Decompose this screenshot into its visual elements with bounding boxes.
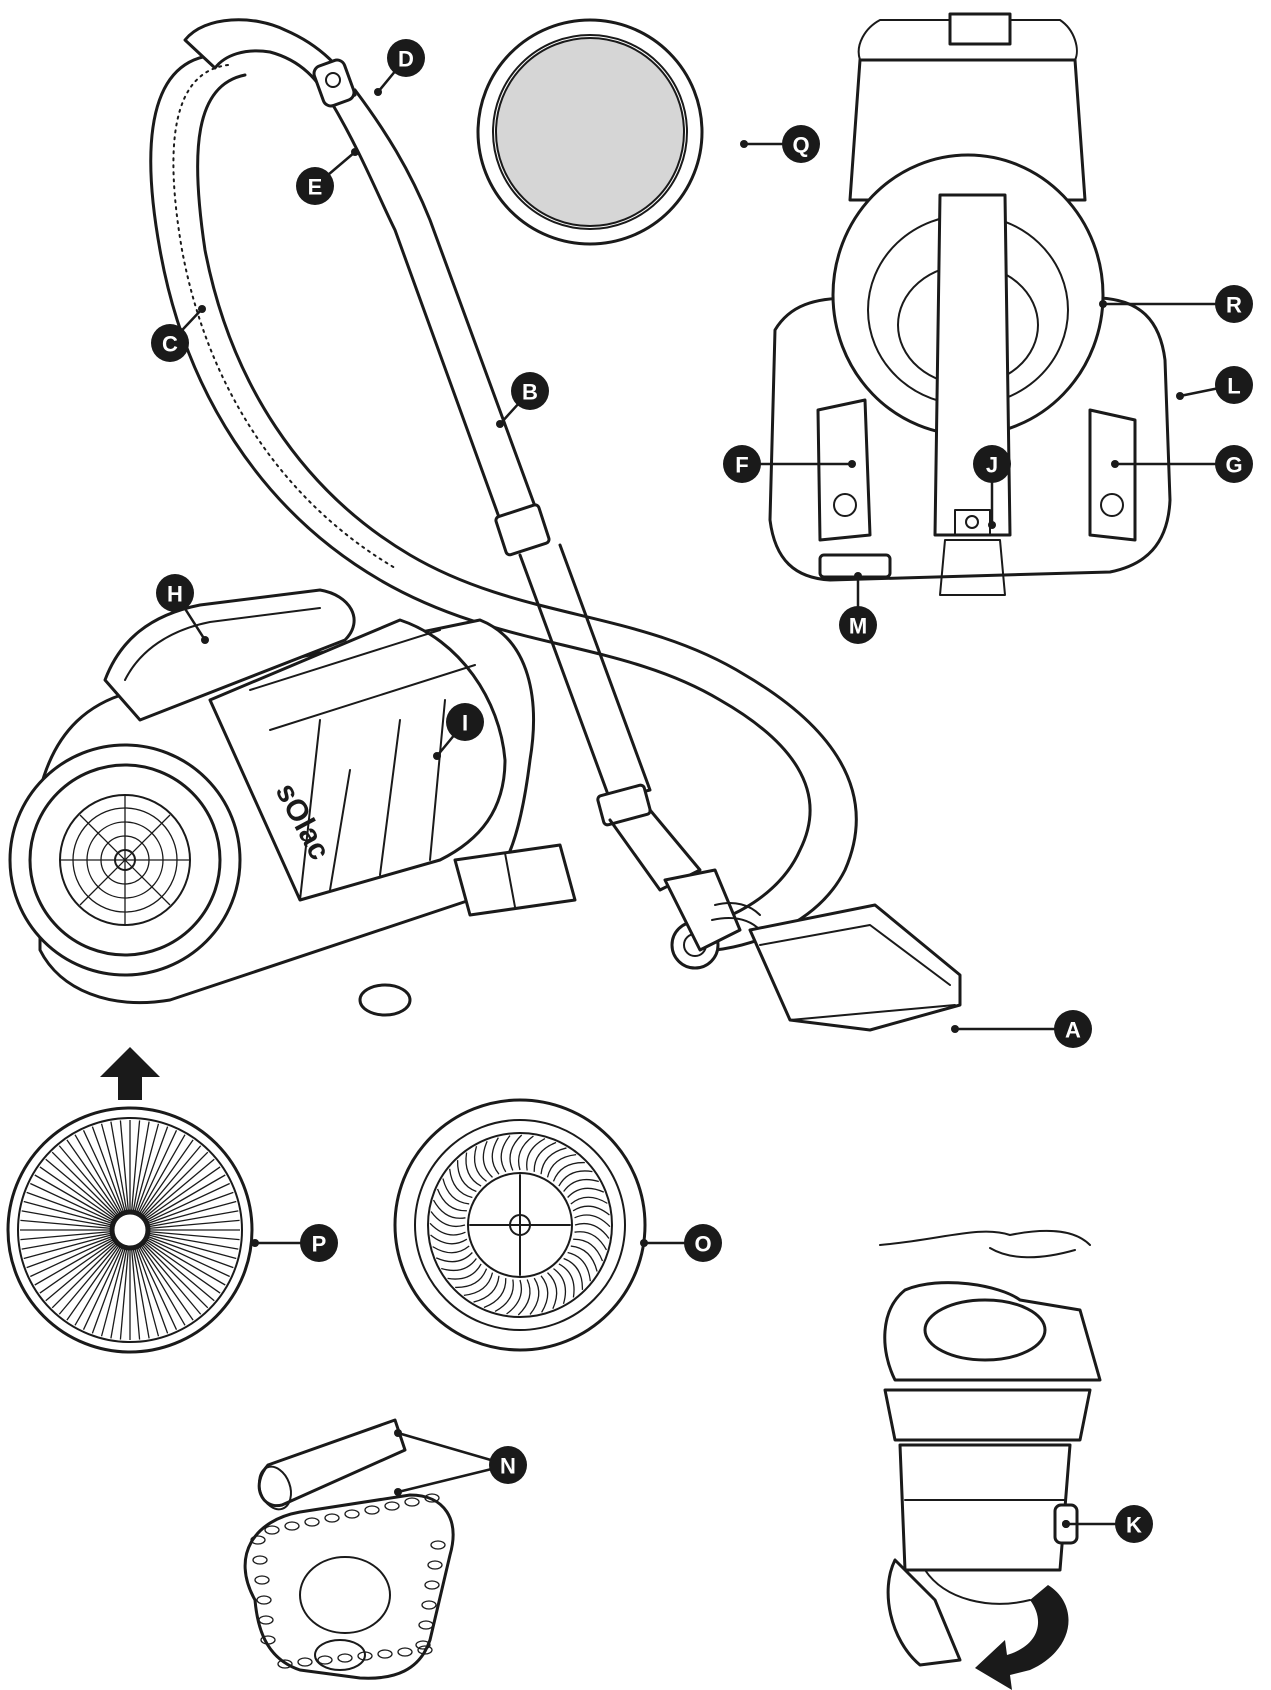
filter-p: [6, 1106, 254, 1354]
leader-dot-c: [198, 305, 206, 313]
leader-line-n: [397, 1431, 509, 1467]
callouts: A B C D E F G H I J K L M N O P Q R: [151, 39, 1253, 1543]
label-badge-j: [973, 445, 1011, 483]
leader-dot-k: [1062, 1520, 1070, 1528]
label-f: F: [735, 453, 748, 478]
label-r: R: [1226, 293, 1242, 318]
leader-dot-j: [988, 521, 996, 529]
label-b: B: [522, 380, 538, 405]
leader-dot-m: [854, 572, 862, 580]
leader-dot-o: [640, 1239, 648, 1247]
label-badge-l: [1215, 366, 1253, 404]
label-o: O: [694, 1232, 711, 1257]
label-badge-b: [511, 372, 549, 410]
label-badge-d: [387, 39, 425, 77]
label-l: L: [1227, 374, 1240, 399]
label-h: H: [167, 582, 183, 607]
label-p: P: [312, 1232, 327, 1257]
label-badge-e: [296, 167, 334, 205]
filter-q: [476, 18, 704, 246]
main-body: sOlac: [8, 588, 577, 1017]
label-n: N: [500, 1454, 516, 1479]
leader-dot-i: [433, 752, 441, 760]
label-badge-c: [151, 324, 189, 362]
filter-o: [393, 1098, 647, 1352]
label-c: C: [162, 332, 178, 357]
label-badge-o: [684, 1224, 722, 1262]
label-badge-a: [1054, 1010, 1092, 1048]
label-q: Q: [792, 133, 809, 158]
leader-dot-b: [496, 420, 504, 428]
leader-dot-q: [740, 140, 748, 148]
label-j: J: [986, 453, 998, 478]
up-arrow-icon: [100, 1047, 160, 1100]
leader-dot-d: [374, 88, 382, 96]
label-badge-r: [1215, 285, 1253, 323]
leader-dot-h: [201, 636, 209, 644]
label-m: M: [849, 614, 867, 639]
leader-dot-r: [1099, 300, 1107, 308]
label-badge-n: [489, 1446, 527, 1484]
label-badge-q: [782, 125, 820, 163]
top-view: [768, 12, 1172, 596]
label-badge-g: [1215, 445, 1253, 483]
label-badge-m: [839, 606, 877, 644]
label-e: E: [308, 175, 323, 200]
label-i: I: [462, 711, 468, 736]
leader-dot-a: [951, 1025, 959, 1033]
curved-arrow-icon: [975, 1585, 1069, 1690]
label-g: G: [1225, 453, 1242, 478]
leader-dot-g: [1111, 460, 1119, 468]
accessories-n: [243, 1418, 455, 1680]
container-release: [879, 1229, 1102, 1667]
floor-nozzle: [663, 868, 962, 1032]
leader-dot-n: [394, 1488, 402, 1496]
leader-dot-n: [394, 1429, 402, 1437]
label-badge-p: [300, 1224, 338, 1262]
label-k: K: [1126, 1513, 1142, 1538]
label-badge-f: [723, 445, 761, 483]
label-d: D: [398, 47, 414, 72]
label-badge-k: [1115, 1505, 1153, 1543]
label-badge-h: [156, 574, 194, 612]
label-badge-i: [446, 703, 484, 741]
leader-dot-l: [1176, 392, 1184, 400]
label-a: A: [1065, 1018, 1081, 1043]
leader-dot-f: [848, 460, 856, 468]
leader-dot-p: [251, 1239, 259, 1247]
leader-dot-e: [351, 148, 359, 156]
